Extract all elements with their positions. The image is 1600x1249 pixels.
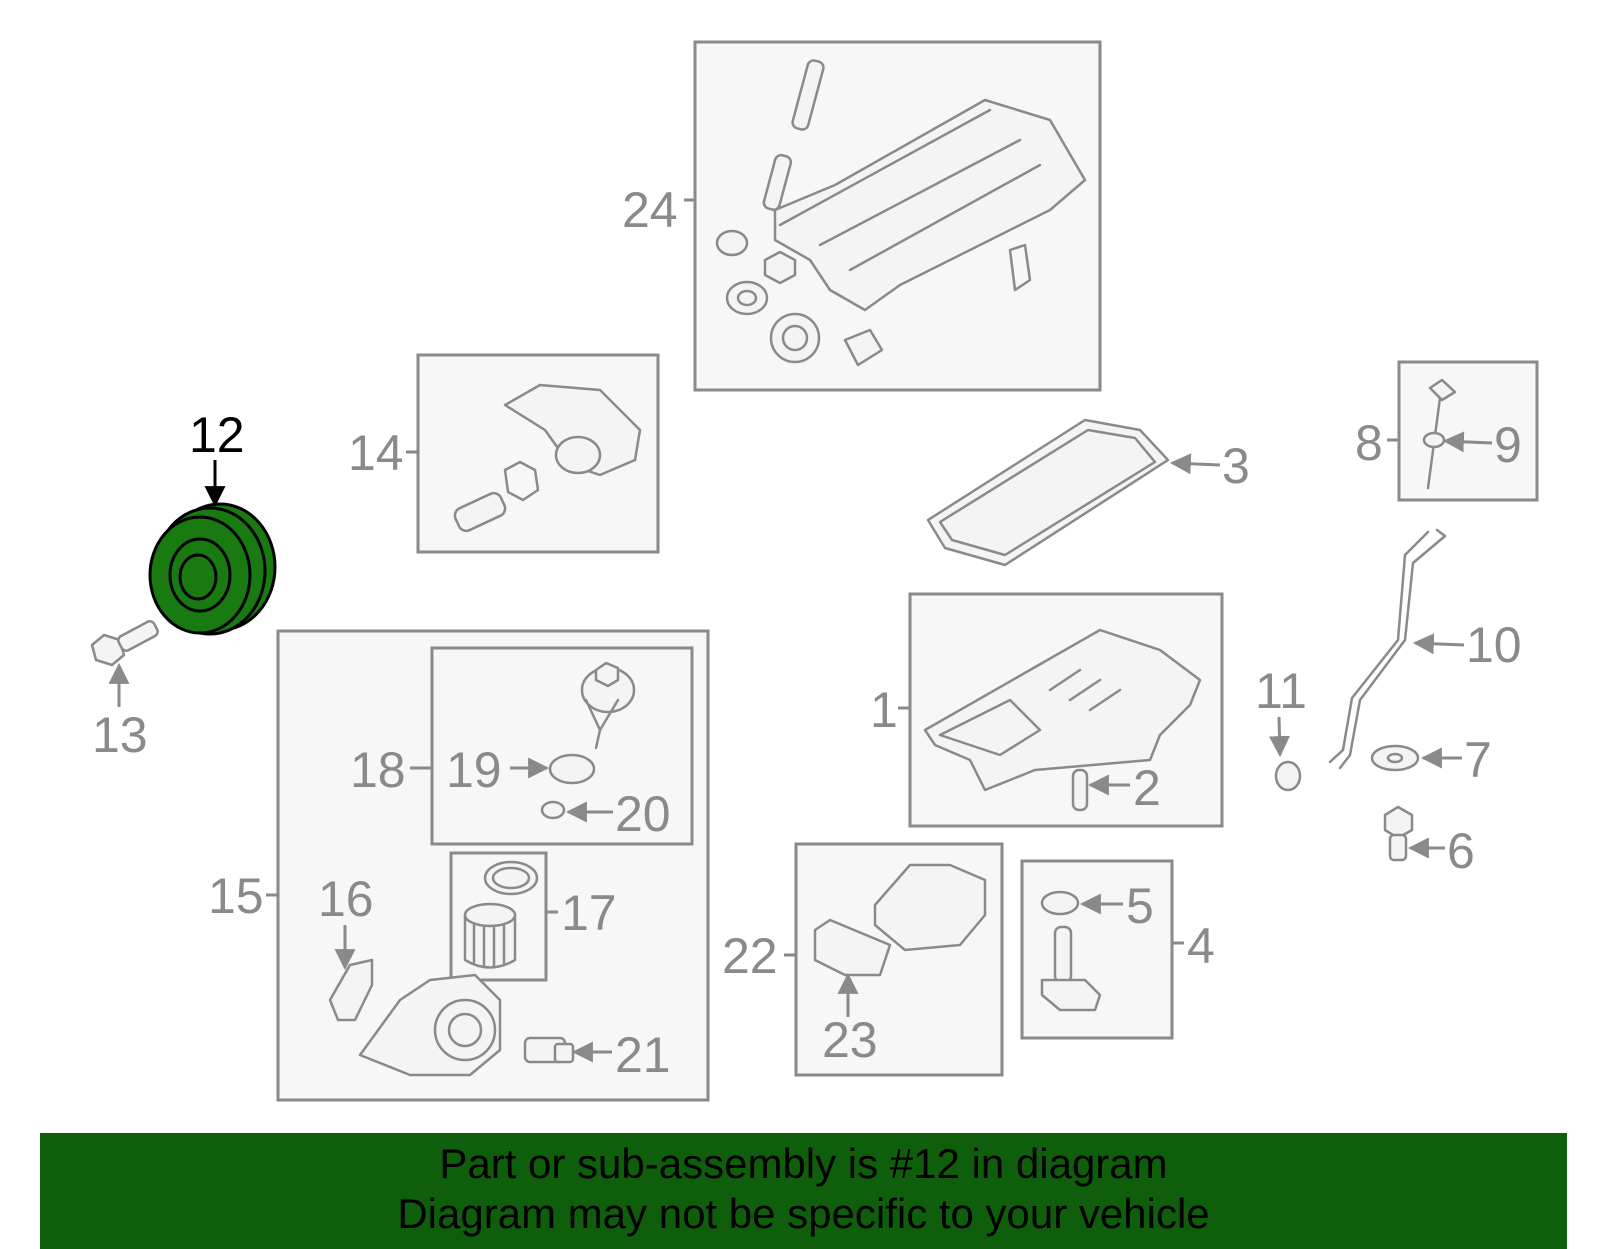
leader-lines	[108, 198, 1493, 1063]
callout-23: 23	[822, 1012, 878, 1068]
callout-5: 5	[1126, 878, 1154, 934]
callout-21: 21	[615, 1027, 671, 1083]
callout-6: 6	[1447, 823, 1475, 879]
callout-9: 9	[1494, 417, 1522, 473]
sensor-4-part	[1040, 925, 1102, 1012]
group-box-8	[1397, 360, 1539, 502]
callout-8: 8	[1355, 415, 1383, 471]
washer-7-part	[1370, 744, 1420, 772]
dipstick-tube-part	[1328, 528, 1447, 770]
bolt-13-part	[90, 620, 159, 667]
oil-pan-part	[923, 628, 1202, 812]
cover-22-part	[873, 863, 987, 952]
callout-3: 3	[1222, 438, 1250, 494]
oil-filter-housing-cap-part	[580, 661, 636, 750]
callout-4: 4	[1187, 918, 1215, 974]
oil-pan-gasket-part	[926, 418, 1170, 567]
drain-plug-6-part	[1383, 805, 1414, 862]
sensor-21-part	[523, 1036, 575, 1064]
callout-16: 16	[318, 871, 374, 927]
callout-22: 22	[722, 928, 778, 984]
callout-14: 14	[348, 425, 404, 481]
callout-20: 20	[615, 786, 671, 842]
o-ring-11-part	[1274, 760, 1302, 792]
valve-cover-part	[715, 59, 1087, 367]
callout-13: 13	[92, 707, 148, 763]
crankshaft-pulley-part-12	[148, 502, 277, 636]
o-ring-19-part	[548, 753, 596, 785]
callout-15: 15	[208, 868, 264, 924]
oil-filter-housing-15-part	[358, 973, 502, 1077]
callout-17: 17	[561, 885, 617, 941]
gasket-23-part	[813, 918, 892, 977]
callout-12: 12	[189, 407, 245, 463]
o-ring-20-part	[540, 800, 566, 820]
o-ring-5-part	[1040, 890, 1080, 916]
info-banner: Part or sub-assembly is #12 in diagram D…	[40, 1133, 1567, 1249]
callout-10: 10	[1466, 617, 1522, 673]
dipstick-part	[1422, 378, 1457, 490]
callout-2: 2	[1133, 760, 1161, 816]
oil-filter-17-part	[463, 860, 539, 969]
callout-18: 18	[350, 742, 406, 798]
callout-7: 7	[1464, 732, 1492, 788]
callout-1: 1	[870, 682, 898, 738]
banner-line-2: Diagram may not be specific to your vehi…	[397, 1190, 1210, 1237]
banner-line-1: Part or sub-assembly is #12 in diagram	[439, 1140, 1168, 1187]
callout-11: 11	[1255, 663, 1307, 719]
group-box-4	[1020, 859, 1174, 1040]
oil-pump-part	[453, 383, 642, 533]
callout-24: 24	[622, 182, 678, 238]
callout-19: 19	[446, 742, 502, 798]
